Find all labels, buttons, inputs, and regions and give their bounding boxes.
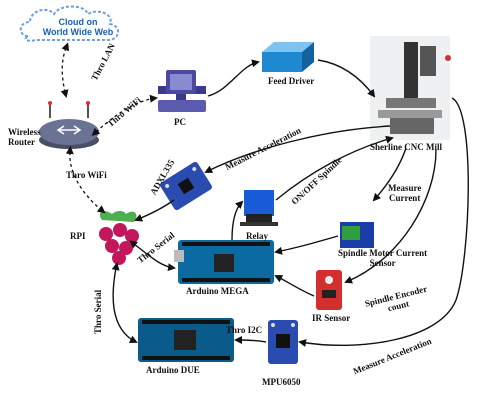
edge-currentsensor-mega (274, 235, 339, 255)
cloud-label: Cloud on World Wide Web (40, 17, 116, 38)
cloud-label-line1: Cloud on (58, 17, 98, 27)
edge-label-measure-current-line1: Measure (388, 183, 422, 193)
relay-label: Relay (246, 231, 268, 241)
adxl335-board (159, 161, 213, 211)
wireless-router-icon (39, 101, 99, 149)
edge-rpi-due (111, 262, 138, 343)
edge-cnc-currentsensor (372, 147, 407, 202)
edge-label-thro-i2c: Thro I2C (226, 325, 263, 335)
pc-label: PC (174, 117, 186, 127)
rpi-label: RPI (70, 231, 86, 241)
edge-cnc-mpu (298, 97, 469, 347)
spindle-sensor-label: Spindle Motor Current Sensor (338, 248, 428, 269)
mpu6050-label: MPU6050 (262, 377, 301, 387)
mpu6050-board (268, 320, 298, 364)
edge-mega-relay (231, 200, 244, 241)
spindle-sensor-label-line2: Sensor (369, 257, 396, 268)
ir-sensor-board (316, 270, 342, 310)
edge-feeddriver-cnc (317, 59, 376, 98)
edge-router-rpi (65, 146, 106, 214)
arduino-mega-label: Arduino MEGA (186, 286, 249, 296)
edge-cnc-irsensor (344, 149, 437, 284)
pc-icon (158, 70, 206, 112)
edge-mpu-due (234, 336, 267, 345)
edge-rpi-mega (129, 240, 176, 272)
cloud-shape (19, 5, 119, 42)
edge-label-measure-current-line2: Current (388, 192, 421, 203)
edge-relay-cnc (275, 135, 394, 201)
wireless-router-label-line2: Router (8, 136, 35, 147)
arduino-due-label: Arduino DUE (146, 365, 200, 375)
edge-cnc-adxl (204, 125, 391, 173)
edge-router-pc (91, 94, 158, 137)
ir-sensor-label: IR Sensor (312, 313, 351, 323)
edge-cloud-router (60, 42, 70, 98)
edge-pc-feeddriver (207, 59, 260, 97)
current-sensor-board (340, 222, 374, 248)
edge-label-measure-current: Measure Current (388, 183, 422, 204)
arduino-mega-board (174, 240, 274, 284)
arduino-due-board (138, 318, 234, 362)
cnc-mill-image (370, 36, 451, 140)
feed-driver-label: Feed Driver (268, 76, 315, 86)
cloud-label-line2: World Wide Web (42, 27, 114, 38)
wireless-router-label-line1: Wireless (8, 127, 41, 137)
spindle-sensor-label-line1: Spindle Motor Current (338, 248, 428, 258)
edge-label-thro-wifi-rpi: Thro WiFi (66, 170, 107, 180)
edge-label-thro-serial-due: Thro Serial (93, 289, 103, 334)
relay-module (240, 190, 278, 226)
feed-driver-icon (262, 42, 314, 72)
wireless-router-label: Wireless Router (8, 127, 41, 148)
raspberry-pi-logo (99, 211, 139, 265)
edge-irsensor-mega (274, 275, 315, 297)
cnc-mill-label: Sherline CNC Mill (370, 142, 442, 152)
edge-adxl-rpi (134, 199, 175, 222)
